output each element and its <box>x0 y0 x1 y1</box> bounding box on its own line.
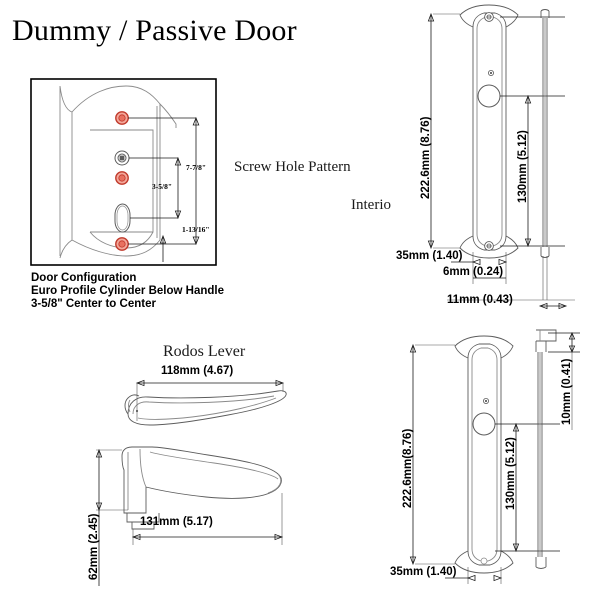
dim-lever-side-height: 62mm (2.45) <box>88 513 100 580</box>
screw-hole-pattern-box <box>30 78 217 266</box>
page-title: Dummy / Passive Door <box>12 14 297 47</box>
door-config-line-2: Euro Profile Cylinder Below Handle <box>31 285 224 297</box>
dim-top-to-bottom: 7-7/8" <box>186 163 206 172</box>
rodos-lever-top-view <box>124 379 287 426</box>
interior-label: Interio <box>351 197 391 213</box>
dim-profile-depth: 10mm (0.41) <box>561 358 573 425</box>
dim-lower-spacing: 1-13/16" <box>182 225 210 234</box>
dim-center-to-center: 3-5/8" <box>152 182 172 191</box>
rodos-lever-title: Rodos Lever <box>163 343 246 360</box>
dim-profile-offset: 11mm (0.43) <box>447 294 513 306</box>
door-config-line-1: Door Configuration <box>31 272 137 284</box>
escutcheon-bottom-front-view <box>409 329 580 584</box>
screw-hole-pattern-label: Screw Hole Pattern <box>234 159 351 175</box>
door-config-line-3: 3-5/8" Center to Center <box>31 298 156 310</box>
dim-top-hole-spacing: 130mm (5.12) <box>517 130 529 203</box>
dim-lever-top-length: 118mm (4.67) <box>161 365 234 377</box>
door-configuration-notes: Door Configuration Euro Profile Cylinder… <box>31 272 224 311</box>
dim-top-plate-height: 222.6mm (8.76) <box>420 116 432 199</box>
dim-lever-side-length: 131mm (5.17) <box>140 516 213 528</box>
dim-top-plate-width: 35mm (1.40) <box>396 250 463 262</box>
dim-bottom-plate-width: 35mm (1.40) <box>390 566 457 578</box>
escutcheon-top-front-view <box>427 4 575 310</box>
dim-top-plate-thickness: 6mm (0.24) <box>443 266 504 278</box>
dim-bottom-plate-height: 222.6mm(8.76) <box>402 428 414 508</box>
dim-bottom-hole-spacing: 130mm (5.12) <box>505 437 517 510</box>
